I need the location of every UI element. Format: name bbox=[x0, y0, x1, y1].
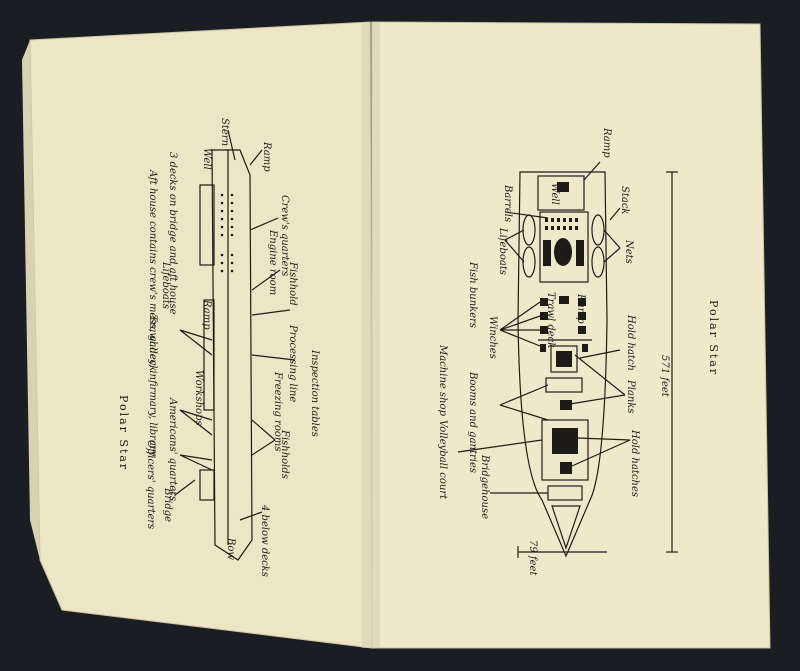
plank-block bbox=[560, 400, 572, 410]
boom-2 bbox=[179, 409, 213, 436]
deck-hull-outline bbox=[517, 171, 608, 558]
stack bbox=[554, 238, 572, 266]
label-ramp-r: Ramp bbox=[601, 127, 612, 158]
barrel-dots bbox=[545, 218, 578, 230]
label-well-r: Well bbox=[549, 183, 560, 205]
label-decks-bridge: 3 decks on bridge and aft house bbox=[167, 152, 178, 315]
fish-bunkers bbox=[540, 298, 586, 334]
label-hold-hatch: Hold hatch bbox=[625, 314, 636, 371]
trawl-ramp bbox=[559, 296, 569, 304]
boom-3 bbox=[179, 454, 213, 471]
leader-lines-right bbox=[457, 161, 631, 494]
deck-plan-diagram bbox=[457, 161, 678, 558]
label-stack: Stack bbox=[619, 186, 630, 215]
label-fishholds: Fishholds bbox=[279, 429, 290, 479]
label-well: Well bbox=[201, 148, 212, 170]
label-barrels: Barrels bbox=[502, 184, 513, 222]
mid-deck-block bbox=[203, 299, 215, 411]
winches bbox=[540, 344, 588, 352]
label-fish-bunkers: Fish bunkers bbox=[467, 261, 478, 328]
label-freezing-rooms: Freezing rooms bbox=[272, 371, 283, 451]
right-labels: Polar Star Ramp Well Barrels Stack Lifeb… bbox=[437, 127, 720, 576]
gutter-shadow bbox=[362, 22, 380, 648]
bridge-block bbox=[199, 469, 215, 501]
label-bow: Bow bbox=[225, 537, 236, 560]
stern-house bbox=[537, 175, 585, 211]
well-marker bbox=[557, 182, 569, 192]
label-trawl-deck: Trawl deck bbox=[147, 315, 158, 371]
label-americans-quarters: Americans' quarters bbox=[167, 397, 178, 501]
bow-tip bbox=[551, 505, 581, 550]
label-officers-quarters: Officers' quarters bbox=[145, 440, 156, 529]
label-ramp-mid: Ramp bbox=[201, 299, 212, 330]
label-hold-hatches: Hold hatches bbox=[629, 429, 640, 497]
label-ramp-inner: Ramp bbox=[575, 293, 586, 324]
left-page-title: Polar Star bbox=[117, 395, 130, 471]
label-machine-shop: Machine shop bbox=[437, 344, 448, 417]
machine-shop bbox=[545, 377, 583, 393]
label-engine-room: Engine room bbox=[267, 229, 278, 295]
lifeboat-2 bbox=[522, 246, 536, 278]
hold-hatch-main bbox=[550, 345, 578, 373]
label-crews-quarters: Crew's quarters bbox=[279, 195, 290, 276]
side-profile-diagram bbox=[174, 129, 296, 561]
label-booms-gantries: Booms and gantries bbox=[467, 371, 478, 473]
label-planks: Planks bbox=[625, 379, 636, 414]
net-right bbox=[576, 240, 584, 266]
hull-outline bbox=[211, 149, 253, 561]
label-processing-line: Processing line bbox=[287, 324, 298, 402]
left-page bbox=[29, 21, 373, 649]
label-four-below: 4 below decks bbox=[259, 504, 270, 577]
net-left bbox=[543, 240, 551, 266]
aft-house-plan bbox=[539, 211, 589, 283]
boom-1 bbox=[179, 329, 213, 356]
label-aft-house: Aft house contains crew's mess, galley, … bbox=[147, 169, 158, 457]
hold-hatch-fore-2 bbox=[560, 462, 572, 474]
label-trawl-deck-r: Trawl deck bbox=[545, 292, 556, 348]
label-workshops: Workshops bbox=[193, 370, 204, 426]
label-winches: Winches bbox=[487, 316, 498, 359]
hold-hatch-fore-1 bbox=[552, 428, 578, 454]
label-lifeboats: Lifeboats bbox=[160, 261, 171, 309]
label-volleyball-court: Volleyball court bbox=[437, 420, 448, 500]
label-inspection-tables: Inspection tables bbox=[309, 349, 320, 437]
label-nets: Nets bbox=[623, 239, 634, 264]
label-length: 571 feet bbox=[659, 355, 670, 398]
porthole-dots bbox=[220, 193, 234, 273]
left-labels: Polar Star Stern Ramp Well 3 decks on br… bbox=[117, 118, 320, 577]
label-ramp-top: Ramp bbox=[261, 141, 272, 172]
aft-house-block bbox=[199, 184, 215, 266]
label-stern: Stern bbox=[219, 118, 230, 146]
left-page-edges bbox=[22, 40, 40, 560]
label-width: 79 feet bbox=[527, 540, 538, 576]
label-lifeboats-r: Lifeboats bbox=[497, 227, 508, 275]
hold-hatch-fill bbox=[556, 351, 572, 367]
label-bridgehouse: Bridgehouse bbox=[479, 454, 490, 519]
leader-lines-left bbox=[174, 129, 296, 521]
right-page-title: Polar Star bbox=[707, 300, 720, 376]
fore-hold-frame bbox=[541, 419, 589, 481]
label-bridge: Bridge bbox=[162, 487, 173, 522]
label-fishhold-top: Fishhold bbox=[287, 261, 298, 306]
